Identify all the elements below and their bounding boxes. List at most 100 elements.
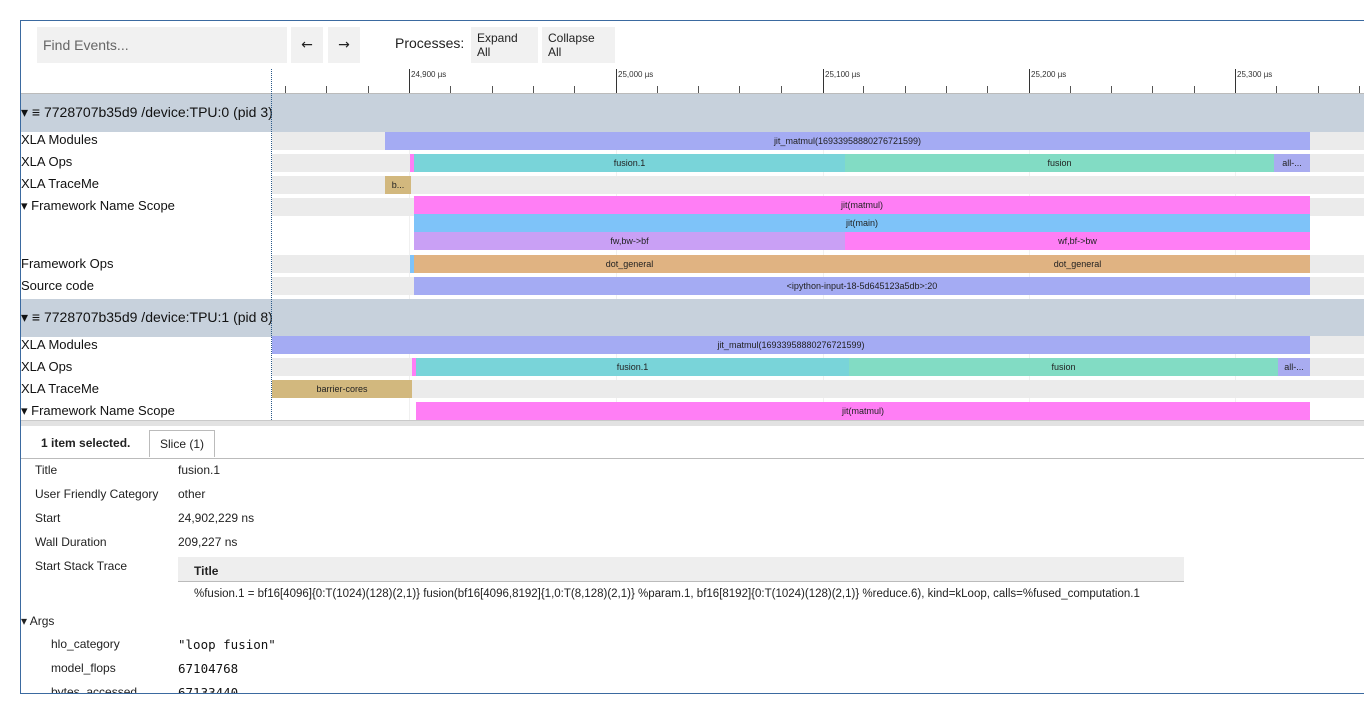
- ruler-minor-tick: [1359, 86, 1360, 93]
- collapse-all-button[interactable]: Collapse All: [542, 27, 615, 63]
- args-label: Args: [29, 614, 55, 628]
- detail-label: Start: [35, 511, 61, 525]
- ruler-minor-tick: [326, 86, 327, 93]
- slice-small[interactable]: [410, 154, 414, 172]
- slice-jit-matmul[interactable]: jit(matmul): [416, 402, 1310, 420]
- arg-key: bytes_accessed: [51, 685, 138, 694]
- ruler-minor-tick: [1111, 86, 1112, 93]
- ruler-minor-tick: [739, 86, 740, 93]
- slice-jit-matmul-module[interactable]: jit_matmul(16933958880276721599): [385, 132, 1310, 150]
- ruler-minor-tick: [492, 86, 493, 93]
- slice-small[interactable]: [412, 358, 416, 376]
- ruler-minor-tick: [574, 86, 575, 93]
- detail-value: 209,227 ns: [178, 535, 238, 549]
- slice-source-code[interactable]: <ipython-input-18-5d645123a5db>:20: [414, 277, 1310, 295]
- slice-dot-general[interactable]: dot_general: [414, 255, 845, 273]
- stack-trace-header: Title: [178, 557, 1184, 582]
- detail-value: fusion.1: [178, 463, 221, 477]
- track-label-xla-traceme: XLA TraceMe: [21, 176, 100, 191]
- track-label-xla-modules: XLA Modules: [21, 337, 98, 352]
- slice-fusion-1[interactable]: fusion.1: [414, 154, 845, 172]
- next-event-button[interactable]: →: [328, 27, 360, 63]
- previous-event-button[interactable]: ←: [291, 27, 323, 63]
- slice-fusion[interactable]: fusion: [845, 154, 1274, 172]
- ruler-minor-tick: [987, 86, 988, 93]
- args-toggle[interactable]: ▾ Args: [21, 614, 54, 628]
- slice-all-reduce[interactable]: all-...: [1274, 154, 1310, 172]
- selection-count: 1 item selected.: [41, 436, 131, 450]
- ruler-major-tick: [1029, 69, 1030, 93]
- track-background: [272, 176, 1364, 194]
- time-ruler[interactable]: 24,900 µs 25,000 µs 25,100 µs 25,200 µs …: [21, 69, 1364, 94]
- ruler-label: 25,100 µs: [825, 70, 861, 79]
- ruler-label: 24,900 µs: [411, 70, 447, 79]
- ruler-label: 25,200 µs: [1031, 70, 1067, 79]
- track-label-xla-ops: XLA Ops: [21, 359, 73, 374]
- ruler-minor-tick: [863, 86, 864, 93]
- ruler-label: 25,300 µs: [1237, 70, 1273, 79]
- track-label-xla-traceme: XLA TraceMe: [21, 381, 100, 396]
- slice-all-reduce[interactable]: all-...: [1278, 358, 1310, 376]
- detail-value: other: [178, 487, 206, 501]
- track-label-framework-name-scope[interactable]: ▾ Framework Name Scope: [21, 403, 175, 418]
- ruler-minor-tick: [905, 86, 906, 93]
- detail-label: Title: [35, 463, 58, 477]
- slice-dot-general[interactable]: dot_general: [845, 255, 1310, 273]
- tab-slice[interactable]: Slice (1): [149, 430, 216, 457]
- ruler-major-tick: [1235, 69, 1236, 93]
- find-events-input[interactable]: [37, 27, 287, 63]
- toolbar: ← → Processes: Expand All Collapse All: [21, 21, 1364, 69]
- ruler-minor-tick: [1276, 86, 1277, 93]
- arg-value: 67133440: [178, 685, 239, 694]
- slice-barrier[interactable]: b...: [385, 176, 411, 194]
- timeline-tracks[interactable]: ▾ ≡ 7728707b35d9 /device:TPU:0 (pid 3) X…: [21, 94, 1364, 420]
- ruler-major-tick: [409, 69, 410, 93]
- panel-divider[interactable]: [21, 420, 1364, 426]
- slice-jit-matmul-module[interactable]: jit_matmul(16933958880276721599): [272, 336, 1310, 354]
- slice-wf-bf-bw[interactable]: wf,bf->bw: [845, 232, 1310, 250]
- process-title: ▾ ≡ 7728707b35d9 /device:TPU:1 (pid 8): [21, 309, 273, 325]
- slice-jit-main[interactable]: jit(main): [414, 214, 1310, 232]
- ruler-minor-tick: [450, 86, 451, 93]
- track-background: [272, 380, 1364, 398]
- track-label-framework-name-scope[interactable]: ▾ Framework Name Scope: [21, 198, 175, 213]
- track-label-source-code: Source code: [21, 278, 94, 293]
- slice-fw-bw-bf[interactable]: fw,bw->bf: [414, 232, 845, 250]
- ruler-major-tick: [823, 69, 824, 93]
- ruler-minor-tick: [657, 86, 658, 93]
- track-label-xla-ops: XLA Ops: [21, 154, 73, 169]
- processes-label: Processes:: [395, 35, 465, 51]
- expand-all-button[interactable]: Expand All: [471, 27, 538, 63]
- stack-trace-value: %fusion.1 = bf16[4096]{0:T(1024)(128)(2,…: [194, 588, 1140, 600]
- time-cursor-line: [271, 69, 272, 420]
- slice-jit-matmul[interactable]: jit(matmul): [414, 196, 1310, 214]
- ruler-label: 25,000 µs: [618, 70, 654, 79]
- arg-key: model_flops: [51, 661, 116, 675]
- trace-viewer: ← → Processes: Expand All Collapse All 2…: [20, 20, 1364, 694]
- detail-value: 24,902,229 ns: [178, 511, 255, 525]
- slice-small[interactable]: [410, 255, 414, 273]
- details-tabs: 1 item selected. Slice (1): [21, 426, 1364, 458]
- arrow-right-icon: →: [338, 37, 350, 53]
- track-label-xla-modules: XLA Modules: [21, 132, 98, 147]
- tab-underline: [21, 458, 1364, 459]
- process-header-tpu1[interactable]: ▾ ≡ 7728707b35d9 /device:TPU:1 (pid 8): [21, 299, 1364, 337]
- arg-value: 67104768: [178, 661, 239, 676]
- slice-fusion-1[interactable]: fusion.1: [416, 358, 849, 376]
- process-header-tpu0[interactable]: ▾ ≡ 7728707b35d9 /device:TPU:0 (pid 3): [21, 94, 1364, 132]
- slice-fusion[interactable]: fusion: [849, 358, 1278, 376]
- detail-label: User Friendly Category: [35, 487, 159, 501]
- ruler-minor-tick: [1152, 86, 1153, 93]
- ruler-minor-tick: [781, 86, 782, 93]
- ruler-minor-tick: [533, 86, 534, 93]
- detail-label: Wall Duration: [35, 535, 107, 549]
- track-label-framework-ops: Framework Ops: [21, 256, 114, 271]
- ruler-minor-tick: [1070, 86, 1071, 93]
- stack-trace-label: Start Stack Trace: [35, 559, 128, 573]
- ruler-minor-tick: [368, 86, 369, 93]
- slice-barrier-cores[interactable]: barrier-cores: [272, 380, 412, 398]
- ruler-major-tick: [616, 69, 617, 93]
- ruler-minor-tick: [1318, 86, 1319, 93]
- triangle-down-icon: ▾: [21, 614, 28, 628]
- ruler-minor-tick: [285, 86, 286, 93]
